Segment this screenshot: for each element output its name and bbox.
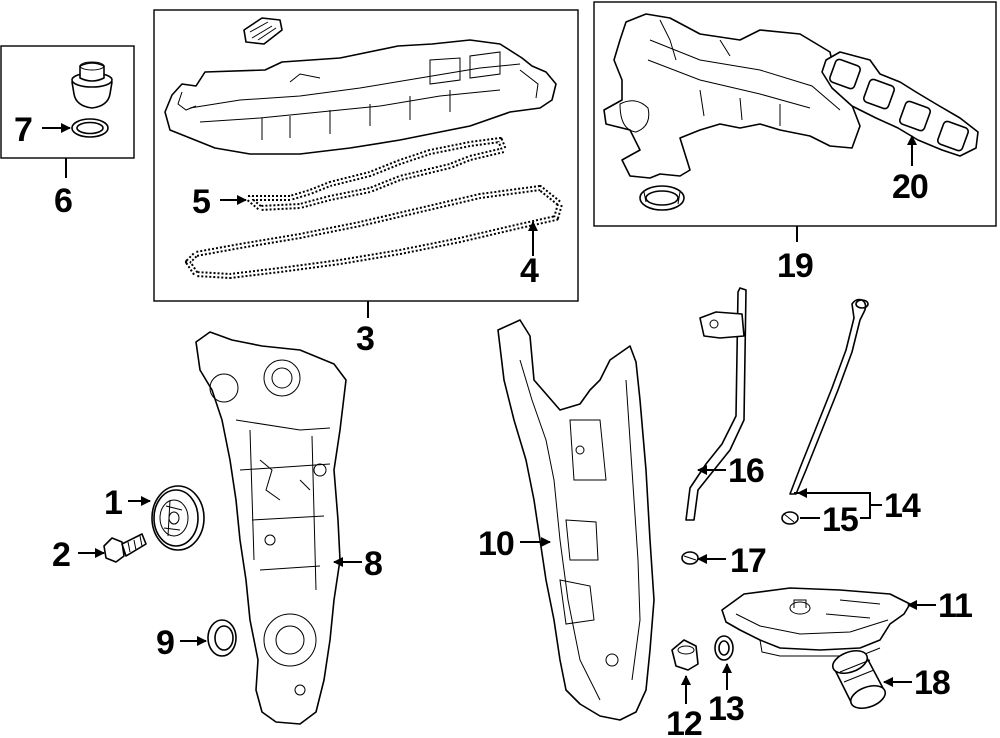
callout-18: 18: [914, 664, 950, 702]
callout-10: 10: [478, 525, 514, 563]
group-box-oil-cap: [0, 45, 135, 159]
callout-7: 7: [14, 111, 32, 149]
callout-19: 19: [777, 247, 813, 285]
crankshaft-pulley: [151, 485, 205, 551]
callout-5: 5: [192, 183, 210, 221]
callout-11: 11: [938, 587, 972, 625]
callout-20: 20: [892, 168, 928, 206]
intake-manifold-gasket: [821, 51, 979, 157]
callout-17: 17: [730, 542, 766, 580]
callout-6: 6: [54, 182, 72, 220]
oil-filler-tube: [685, 287, 747, 521]
valve-cover-clip: [243, 17, 283, 45]
crankshaft-front-seal: [207, 619, 237, 657]
callout-2: 2: [52, 536, 70, 574]
callout-4: 4: [520, 252, 539, 290]
callout-3: 3: [356, 320, 374, 358]
valve-cover-gasket: [185, 185, 563, 279]
oil-dipstick: [789, 298, 869, 495]
intake-o-ring: [639, 185, 685, 211]
drain-plug-gasket: [714, 635, 734, 661]
callout-13: 13: [708, 690, 744, 728]
callout-8: 8: [364, 545, 382, 583]
group-box-intake-manifold: [593, 1, 997, 227]
callout-1: 1: [104, 484, 122, 522]
group-box-valve-cover: [153, 9, 579, 302]
oil-filter: [831, 649, 887, 710]
timing-chain-cover: [195, 331, 347, 725]
timing-cover-rear: [497, 319, 655, 721]
callout-14: 14: [884, 487, 921, 525]
intake-manifold: [603, 13, 861, 179]
oil-drain-plug: [671, 639, 699, 671]
callout-12: 12: [666, 705, 702, 738]
valve-cover: [164, 39, 557, 155]
callout-15: 15: [822, 501, 858, 539]
oil-pan: [721, 587, 911, 657]
oil-filler-cap: [71, 61, 113, 109]
filler-tube-o-ring: [681, 551, 699, 565]
dipstick-o-ring: [781, 511, 799, 525]
callout-9: 9: [156, 624, 174, 662]
pulley-bolt: [103, 533, 147, 563]
oil-cap-gasket: [71, 118, 109, 138]
callout-16: 16: [728, 452, 764, 490]
